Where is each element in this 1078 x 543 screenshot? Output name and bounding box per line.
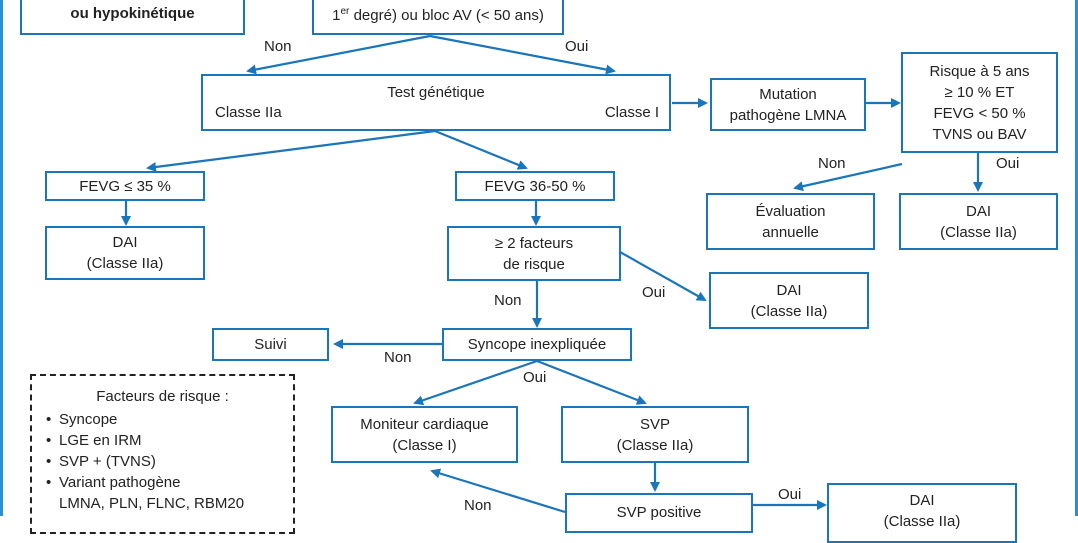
box-top-center: 1er degré) ou bloc AV (< 50 ans) — [312, 0, 564, 35]
test-genetique-right-label: Classe I — [604, 104, 659, 121]
label-oui-syncope: Oui — [523, 369, 547, 386]
legend-list: Syncope LGE en IRM SVP + (TVNS) Variant … — [46, 409, 279, 514]
evaluation-line-1: Évaluation — [755, 202, 826, 220]
risk-factors-legend: Facteurs de risque : Syncope LGE en IRM … — [30, 374, 295, 534]
test-genetique-title: Test génétique — [387, 84, 485, 101]
svp-line-2: (Classe IIa) — [616, 436, 694, 454]
dai-mid-line-2: (Classe IIa) — [750, 302, 828, 320]
label-oui-risque: Oui — [996, 155, 1020, 172]
box-moniteur: Moniteur cardiaque (Classe I) — [331, 406, 518, 463]
box-top-center-text: 1er degré) ou bloc AV (< 50 ans) — [332, 6, 544, 24]
box-facteurs-risque: ≥ 2 facteurs de risque — [447, 226, 621, 281]
dai-left-line-2: (Classe IIa) — [86, 255, 164, 272]
fevg-35-text: FEVG ≤ 35 % — [79, 177, 171, 195]
label-non-risque: Non — [818, 155, 846, 172]
dai-mid-line-1: DAI — [776, 281, 802, 299]
mutation-line-2: pathogène LMNA — [729, 106, 847, 124]
box-fevg-36-50: FEVG 36-50 % — [455, 171, 615, 201]
box-mutation: Mutation pathogène LMNA — [710, 78, 866, 131]
svp-positive-text: SVP positive — [616, 504, 702, 521]
connector-arrows — [121, 34, 983, 514]
legend-item: SVP + (TVNS) — [46, 451, 279, 472]
figure-frame — [0, 0, 1078, 516]
evaluation-line-2: annuelle — [762, 223, 819, 241]
box-syncope: Syncope inexpliquée — [442, 328, 632, 361]
box-test-genetique: Test génétique Classe IIa Classe I — [201, 74, 671, 131]
svp-line-1: SVP — [639, 415, 670, 433]
box-dai-bottom: DAI (Classe IIa) — [827, 483, 1017, 543]
box-dai-left: DAI (Classe IIa) — [45, 226, 205, 280]
legend-item: LGE en IRM — [46, 430, 279, 451]
box-svp: SVP (Classe IIa) — [561, 406, 749, 463]
fevg-36-50-text: FEVG 36-50 % — [484, 177, 586, 195]
label-non-top: Non — [264, 38, 292, 55]
moniteur-line-1: Moniteur cardiaque — [360, 415, 489, 433]
mutation-line-1: Mutation — [759, 85, 817, 103]
dai-bottom-line-2: (Classe IIa) — [883, 513, 961, 530]
box-fevg-35: FEVG ≤ 35 % — [45, 171, 205, 201]
suivi-text: Suivi — [254, 336, 287, 353]
risque-line-1: Risque à 5 ans — [929, 62, 1030, 80]
facteurs-line-2: de risque — [503, 255, 565, 273]
label-oui-top: Oui — [565, 38, 589, 55]
box-dai-mid: DAI (Classe IIa) — [709, 272, 869, 329]
label-non-syncope: Non — [384, 349, 412, 366]
box-dai-right: DAI (Classe IIa) — [899, 193, 1058, 250]
box-risque: Risque à 5 ans ≥ 10 % ET FEVG < 50 % TVN… — [901, 52, 1058, 153]
box-top-left: ou hypokinétique — [20, 0, 245, 35]
legend-item: Variant pathogène — [46, 472, 279, 493]
label-non-svp: Non — [464, 497, 492, 514]
dai-left-line-1: DAI — [112, 234, 138, 251]
dai-right-line-1: DAI — [965, 202, 991, 220]
risque-line-4: TVNS ou BAV — [932, 125, 1027, 143]
label-non-facteurs: Non — [494, 292, 522, 309]
label-oui-svp: Oui — [778, 486, 802, 503]
box-suivi: Suivi — [212, 328, 329, 361]
dai-right-line-2: (Classe IIa) — [940, 223, 1017, 241]
legend-item: Syncope — [46, 409, 279, 430]
dai-bottom-line-1: DAI — [909, 492, 935, 509]
test-genetique-left-label: Classe IIa — [215, 104, 282, 121]
box-svp-positive: SVP positive — [565, 493, 753, 533]
legend-title: Facteurs de risque : — [96, 388, 229, 405]
risque-line-2: ≥ 10 % ET — [944, 83, 1015, 101]
risque-line-3: FEVG < 50 % — [933, 104, 1026, 122]
moniteur-line-2: (Classe I) — [392, 436, 457, 454]
box-evaluation-annuelle: Évaluation annuelle — [706, 193, 875, 250]
label-oui-facteurs: Oui — [642, 284, 666, 301]
legend-item-continued: LMNA, PLN, FLNC, RBM20 — [59, 495, 245, 512]
box-top-left-text: ou hypokinétique — [70, 5, 195, 22]
facteurs-line-1: ≥ 2 facteurs — [494, 234, 574, 252]
syncope-text: Syncope inexpliquée — [467, 336, 607, 353]
